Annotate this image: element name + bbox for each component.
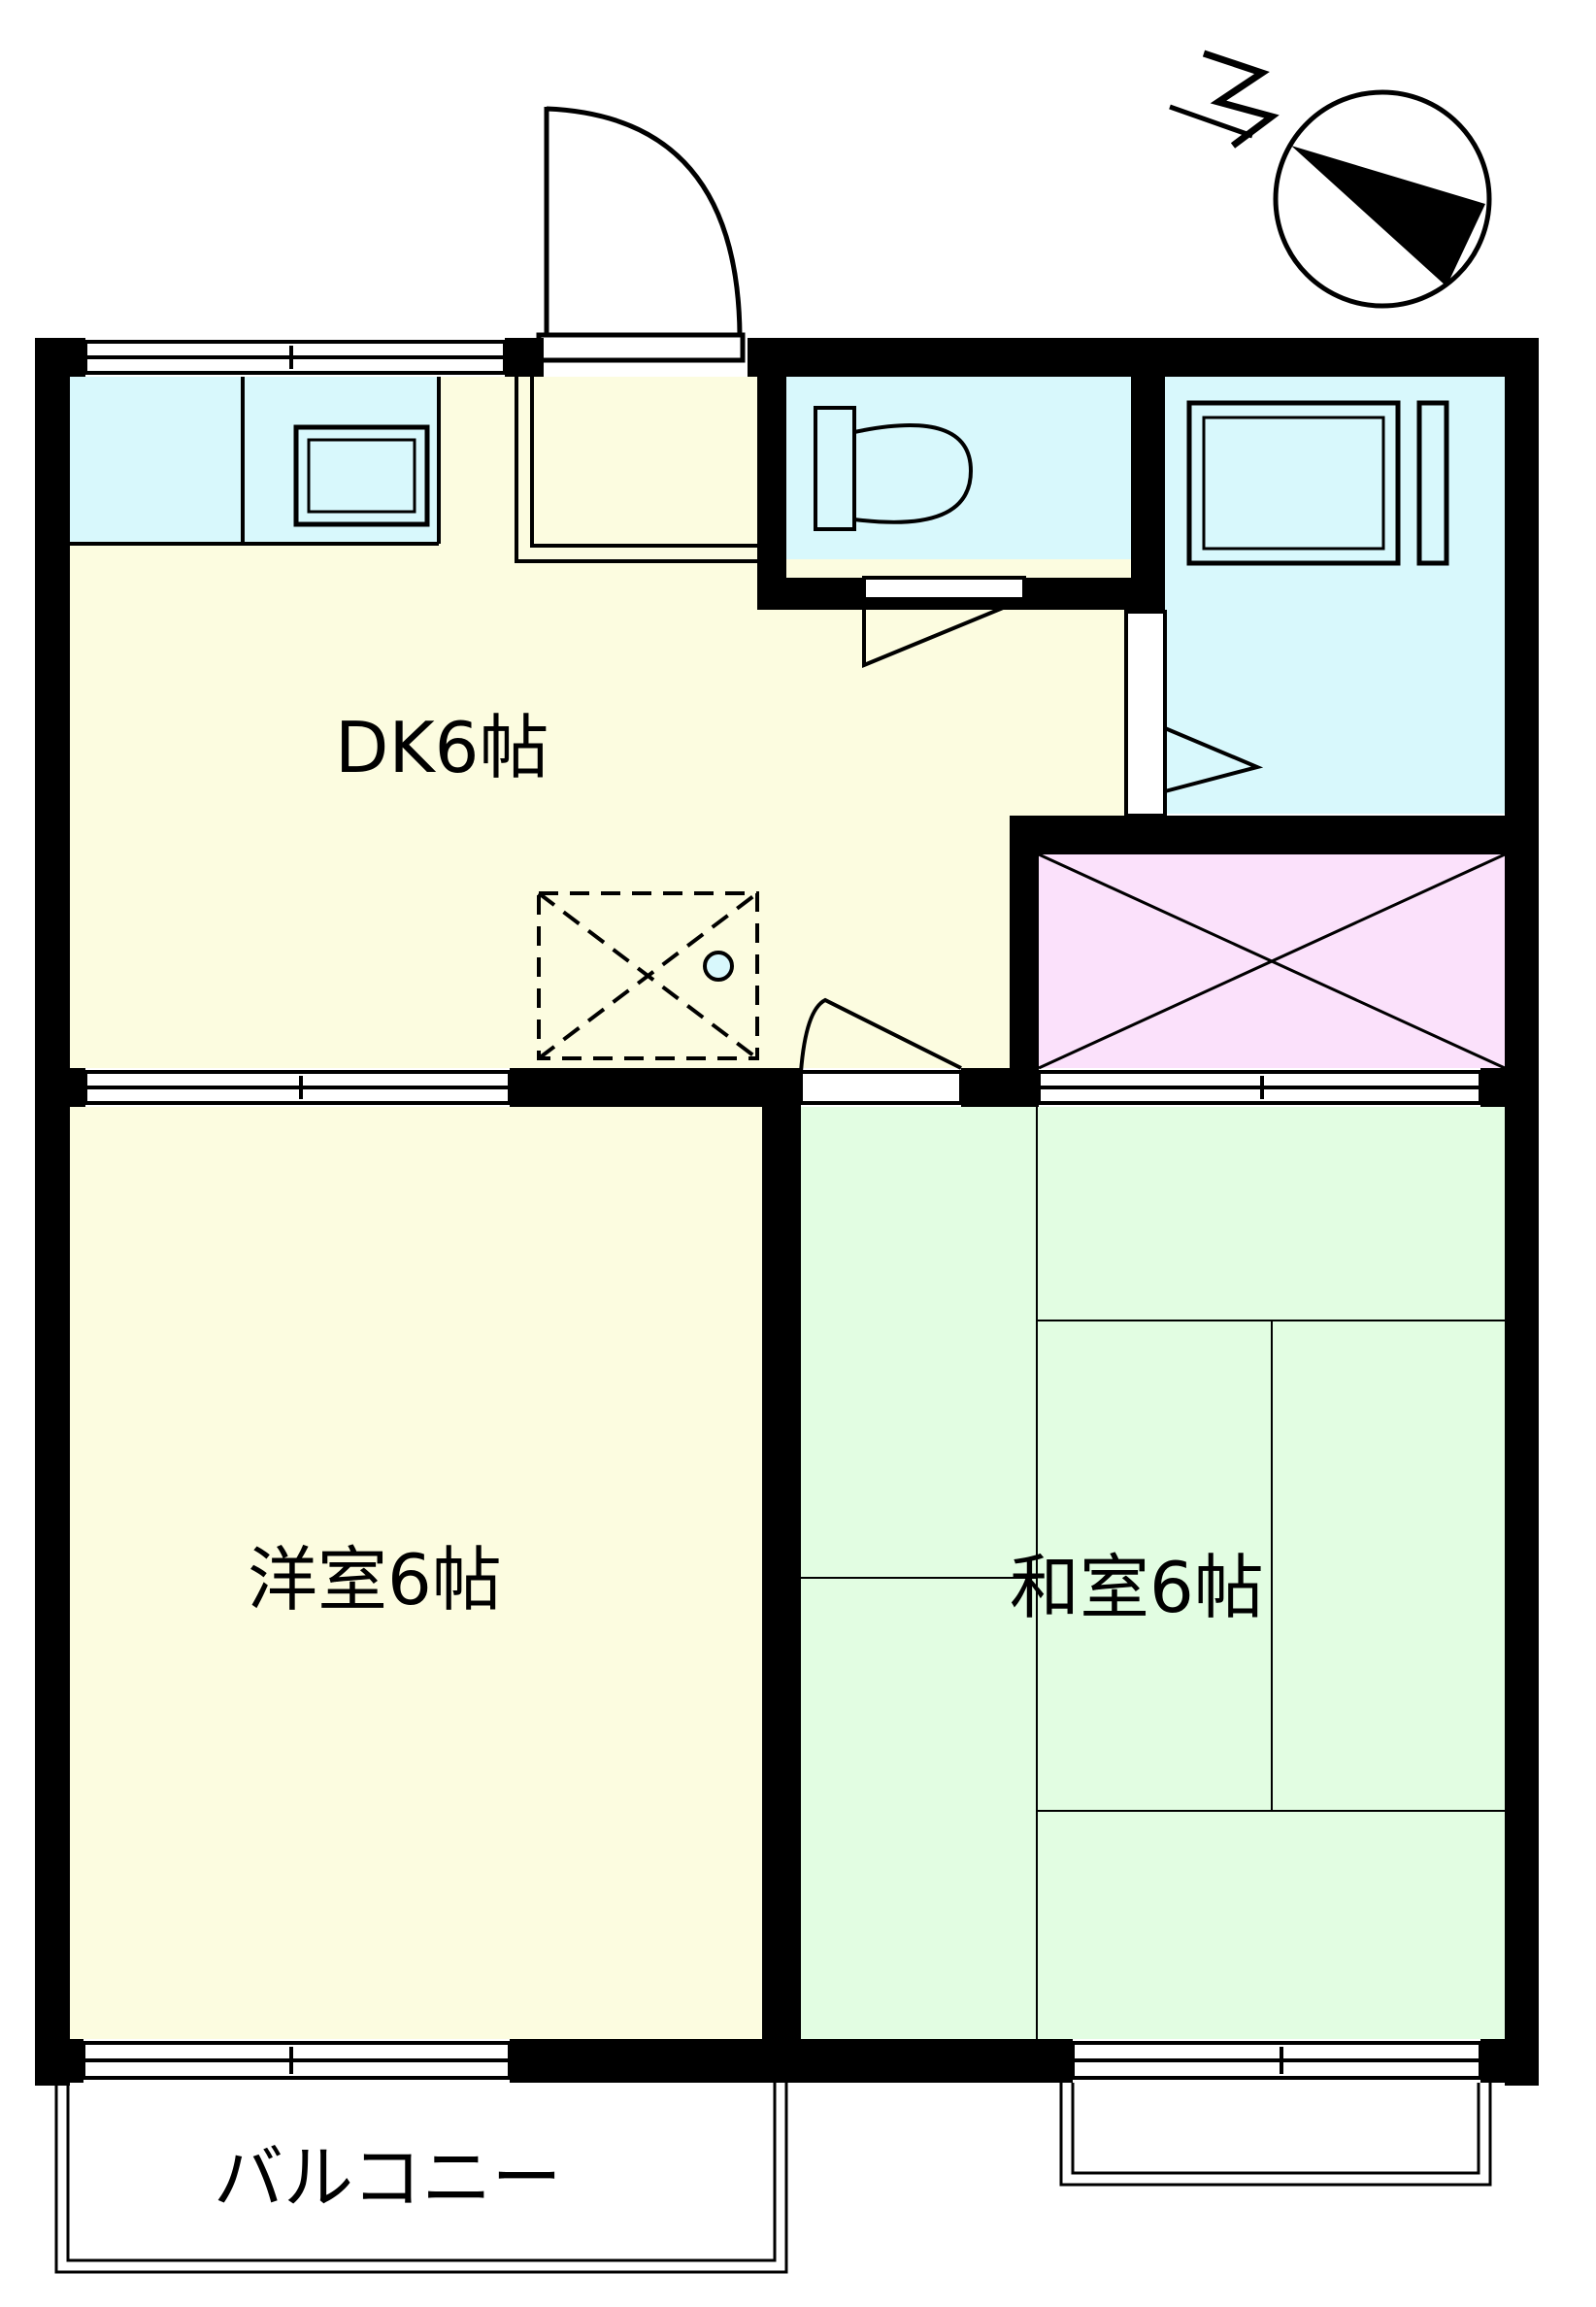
windows xyxy=(82,340,1482,2080)
window-balcony-right xyxy=(1059,2083,1492,2187)
balcony-outline xyxy=(54,2083,788,2274)
japanese-room-floor xyxy=(801,1107,1505,2039)
dk-room-label: DK6帖 xyxy=(335,707,549,788)
interior-doors xyxy=(515,377,1264,1105)
toilet-room-floor xyxy=(786,377,1136,559)
toilet-icon xyxy=(814,406,974,531)
balcony-label: バルコニー xyxy=(214,2137,562,2219)
walls xyxy=(35,338,1539,2086)
japanese-room-label: 和室6帖 xyxy=(1010,1547,1264,1628)
western-room-floor xyxy=(70,1107,762,2039)
entrance-door xyxy=(536,106,746,363)
closet-cross xyxy=(1038,853,1506,1070)
kitchen-counter xyxy=(70,377,439,544)
kitchen-sink-icon xyxy=(70,377,441,546)
floor-hatch xyxy=(537,891,759,1060)
western-room-label: 洋室6帖 xyxy=(248,1539,502,1621)
bathtub-icon xyxy=(1186,400,1449,566)
tatami-lines xyxy=(801,1107,1505,2039)
north-arrow-icon xyxy=(1169,50,1492,309)
